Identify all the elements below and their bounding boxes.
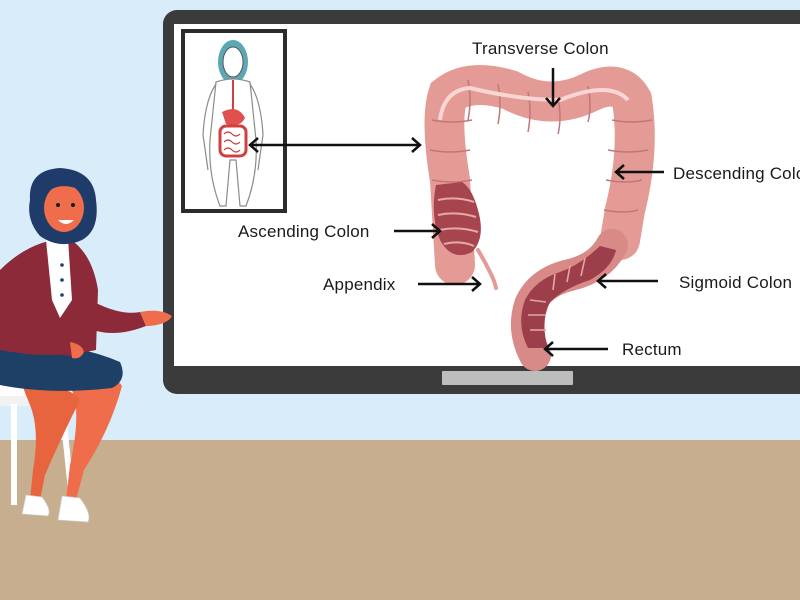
colon-illustration xyxy=(424,65,655,371)
label-arrows xyxy=(394,68,664,357)
pointer-arrow xyxy=(248,137,422,153)
floor xyxy=(0,440,800,600)
label-transverse-colon: Transverse Colon xyxy=(472,39,609,58)
label-rectum: Rectum xyxy=(622,340,682,359)
monitor-stand xyxy=(442,371,573,385)
label-sigmoid-colon: Sigmoid Colon xyxy=(679,273,793,292)
label-descending-colon: Descending Colon xyxy=(673,164,800,183)
label-appendix: Appendix xyxy=(323,275,396,294)
woman-presenter-icon xyxy=(0,168,172,523)
human-body-digestive-icon xyxy=(181,29,287,213)
label-ascending-colon: Ascending Colon xyxy=(238,222,370,241)
